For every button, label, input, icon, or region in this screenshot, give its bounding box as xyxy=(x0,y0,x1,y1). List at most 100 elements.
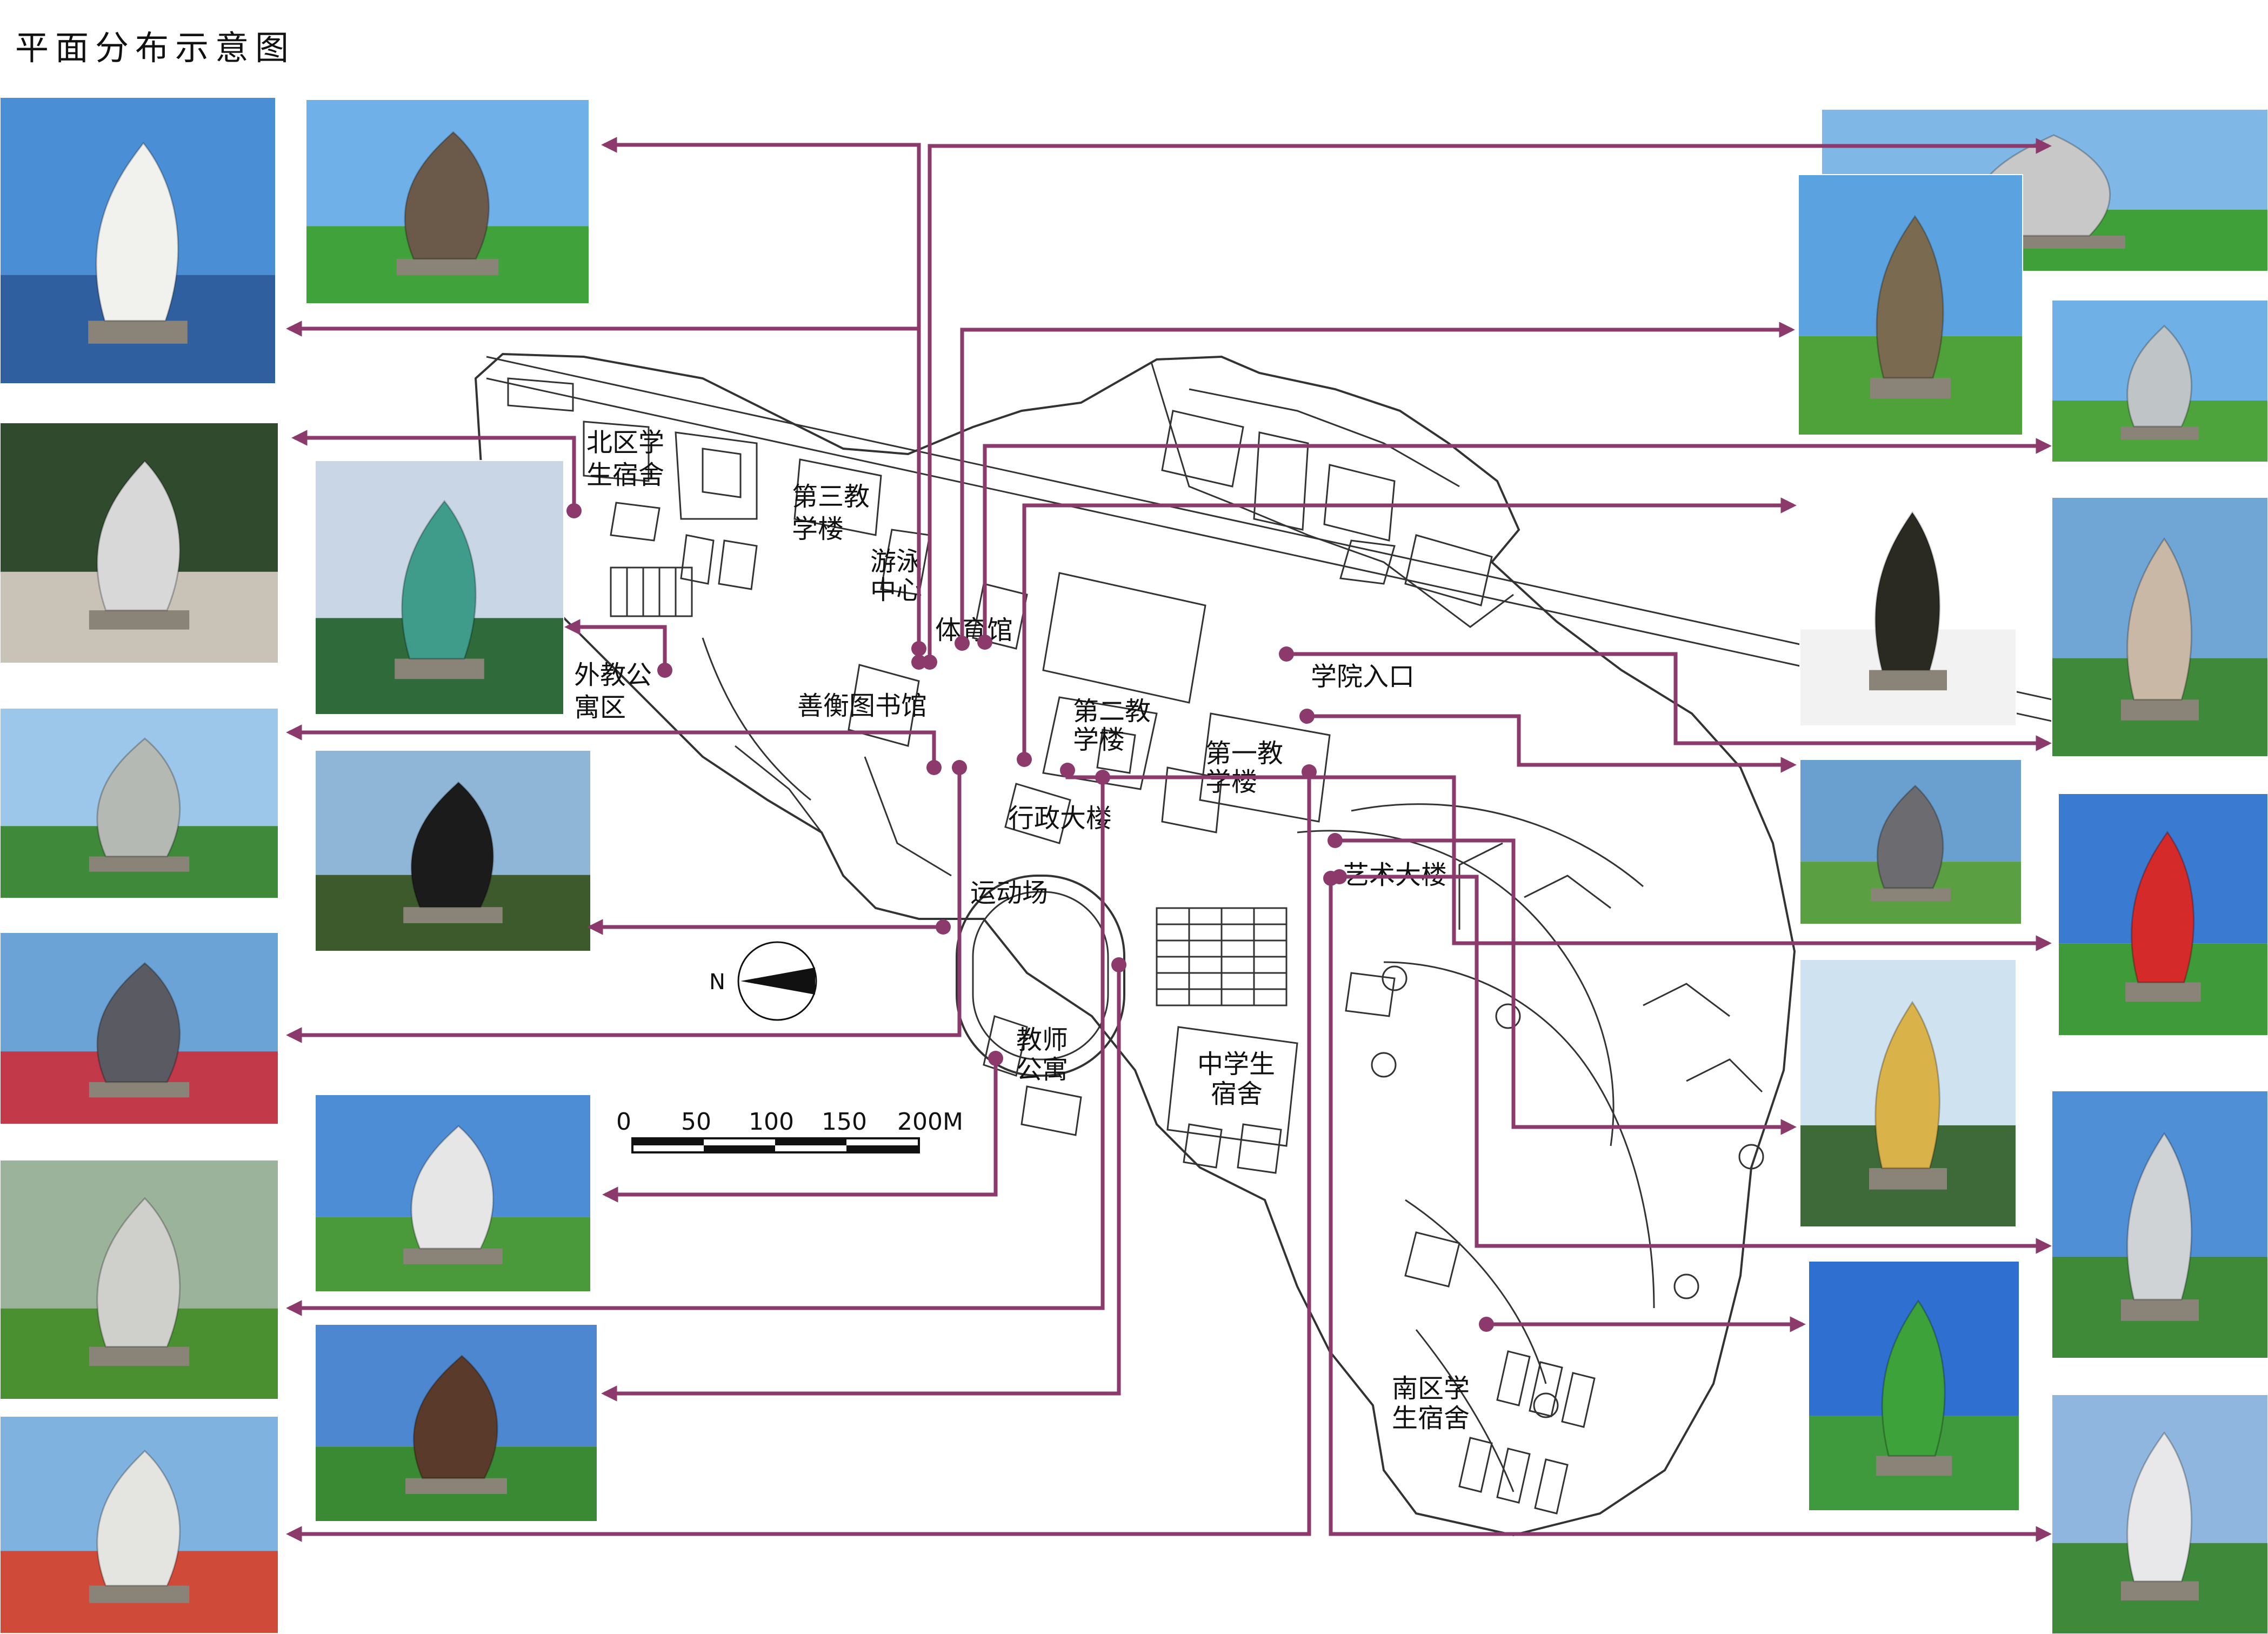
label-sports-field: 运动场 xyxy=(970,878,1048,908)
label-foreign-apt-2: 寓区 xyxy=(574,692,626,723)
sculpture-figure xyxy=(95,142,179,322)
photo-green-woman-with-leaf-sculpture xyxy=(315,460,564,715)
sculpture-figure xyxy=(1876,215,1944,379)
sculpture-base xyxy=(2121,426,2199,439)
connector-19 xyxy=(1339,875,2052,1254)
connector-13 xyxy=(286,768,962,1043)
label-teaching1-2: 学楼 xyxy=(1205,767,1257,797)
connector-18 xyxy=(1335,838,1797,1135)
photo-three-dancers-silhouette-sculpture xyxy=(315,750,591,952)
photo-frame xyxy=(0,708,279,899)
connector-21 xyxy=(286,772,1311,1542)
connector-9 xyxy=(286,724,936,768)
connector-dot xyxy=(1111,957,1126,972)
sculpture-figure xyxy=(2126,324,2192,428)
sculpture-base xyxy=(1876,1456,1952,1476)
photo-bronze-football-players-sculpture xyxy=(305,99,590,304)
sculpture-base xyxy=(403,1248,503,1264)
sculpture-base xyxy=(89,856,190,872)
connector-8 xyxy=(1022,497,1797,759)
photo-golden-dancer-sculptures xyxy=(1799,959,2017,1228)
sculpture-photos xyxy=(0,97,2268,1634)
sculpture-base xyxy=(1870,377,1951,399)
photo-saxophone-player-sculpture xyxy=(2051,1090,2268,1359)
connector-dot xyxy=(922,655,937,670)
photo-thinker-on-book-sculpture xyxy=(0,708,279,899)
photo-frame xyxy=(315,750,591,952)
sculpture-figure xyxy=(410,1125,494,1250)
sculpture-figure xyxy=(1875,511,1940,671)
label-pool-2: 中心 xyxy=(870,575,922,605)
sculpture-figure xyxy=(96,459,181,611)
label-college-entrance: 学院入口 xyxy=(1311,662,1415,692)
photo-frame xyxy=(305,99,590,304)
connector-17 xyxy=(601,965,1121,1402)
connector-dot xyxy=(911,655,926,670)
scale-bar: 0 50 100 150 200M xyxy=(616,1108,963,1153)
connector-10 xyxy=(1286,652,2052,751)
connector-dot xyxy=(1299,709,1315,724)
sculpture-base xyxy=(89,1082,190,1098)
sculpture-base xyxy=(405,1478,507,1494)
photo-frame xyxy=(0,1159,279,1400)
photo-frame xyxy=(1799,959,2017,1228)
sculpture-base xyxy=(2121,1299,2199,1321)
courts xyxy=(610,566,1288,1006)
label-teaching3-1: 第三教 xyxy=(792,482,870,512)
photo-frame xyxy=(2051,299,2268,463)
photo-green-tree-sculpture xyxy=(1808,1260,2020,1511)
north-wing xyxy=(1150,362,1514,628)
sculpture-figure xyxy=(2126,1132,2192,1300)
photo-frame xyxy=(0,422,279,664)
campus-boundary xyxy=(474,352,1796,1537)
photo-frame xyxy=(0,932,279,1125)
photo-rings-loop-sculpture xyxy=(1799,759,2022,925)
sculpture-base xyxy=(89,610,190,630)
connector-dot xyxy=(1302,764,1317,779)
label-teaching2-1: 第二教 xyxy=(1073,696,1151,726)
photo-sitting-figures-bench-sculpture xyxy=(315,1094,591,1292)
scale-label-150: 150 xyxy=(822,1108,867,1136)
photo-frame xyxy=(0,97,276,384)
sculpture-base xyxy=(396,258,499,276)
label-gym: 体育馆 xyxy=(935,615,1013,645)
sculpture-base xyxy=(89,1585,190,1603)
label-middle-dorm-1: 中学生 xyxy=(1197,1049,1275,1079)
label-north-dorm-1: 北区学 xyxy=(586,428,664,458)
connector-3 xyxy=(286,321,921,649)
photo-white-stone-pair-sculpture xyxy=(0,1416,279,1634)
connector-dot xyxy=(566,503,582,518)
north-buildings xyxy=(507,377,1493,1288)
label-library: 善衡图书馆 xyxy=(797,691,927,721)
sculpture-figure xyxy=(96,962,181,1083)
label-teaching1-1: 第一教 xyxy=(1205,738,1283,769)
label-teacher-apt-2: 公寓 xyxy=(1016,1055,1068,1085)
sculpture-figure xyxy=(96,737,181,858)
photo-black-and-gold-faces-sculpture xyxy=(1799,471,2017,726)
sculpture-base xyxy=(88,321,188,344)
connector-dot xyxy=(988,1051,1003,1066)
sculpture-figure xyxy=(1876,784,1944,889)
sculpture-base xyxy=(1869,1168,1947,1190)
photo-red-flame-sculpture xyxy=(2058,793,2268,1036)
scale-label-200m: 200M xyxy=(897,1108,963,1136)
photo-frame xyxy=(1798,174,2023,436)
photo-frame xyxy=(1799,471,2017,726)
label-teaching3-2: 学楼 xyxy=(792,514,844,544)
photo-stainless-swirl-sculpture xyxy=(2051,299,2268,463)
connector-dot xyxy=(1095,770,1110,785)
connector-dot xyxy=(977,635,992,650)
sculpture-base xyxy=(1871,888,1951,902)
connector-lines xyxy=(286,137,2052,1542)
photo-frame xyxy=(315,1324,598,1522)
connector-dot xyxy=(657,663,672,678)
campus-map xyxy=(474,352,2141,1537)
se-roads xyxy=(1297,803,1655,1492)
page-title: 平面分布示意图 xyxy=(15,28,296,68)
sculpture-base xyxy=(395,658,484,679)
sculpture-figure xyxy=(1881,1299,1946,1457)
connector-dot xyxy=(952,760,967,775)
photo-metal-wave-sculpture xyxy=(0,422,279,664)
sculpture-figure xyxy=(404,131,490,260)
